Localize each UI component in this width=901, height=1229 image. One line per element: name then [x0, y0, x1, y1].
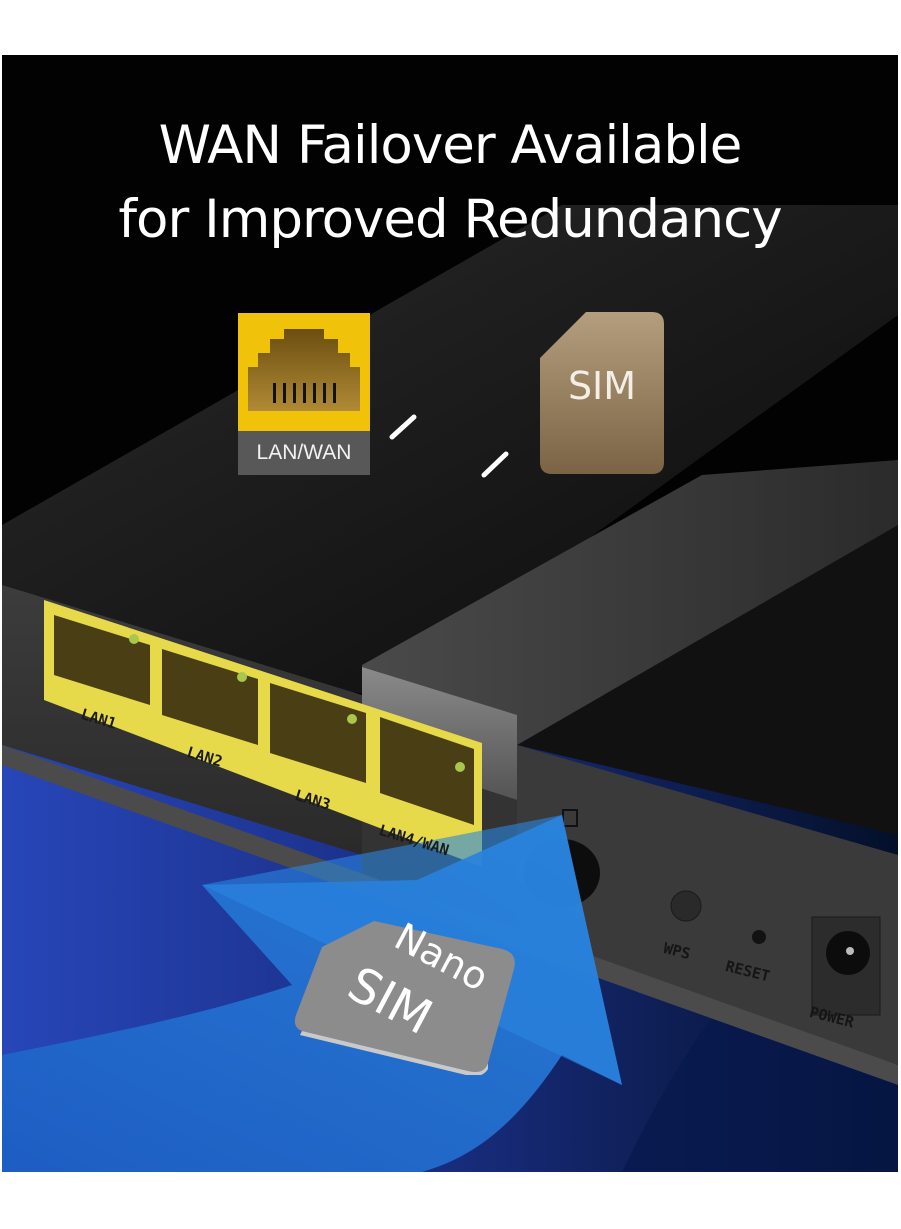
headline-line-2: for Improved Redundancy — [118, 189, 782, 250]
sim-card-icon: SIM — [540, 312, 664, 474]
lan-wan-label: LAN/WAN — [238, 431, 370, 475]
router-illustration — [2, 205, 898, 1172]
product-banner: WAN Failover Available for Improved Redu… — [2, 55, 898, 1172]
headline-line-1: WAN Failover Available — [158, 115, 743, 176]
sim-label: SIM — [567, 364, 637, 408]
swap-arrows-icon — [389, 414, 509, 478]
ethernet-port-icon: LAN/WAN — [238, 313, 370, 475]
headline: WAN Failover Available for Improved Redu… — [2, 109, 898, 257]
nano-sim-card — [294, 921, 515, 1075]
